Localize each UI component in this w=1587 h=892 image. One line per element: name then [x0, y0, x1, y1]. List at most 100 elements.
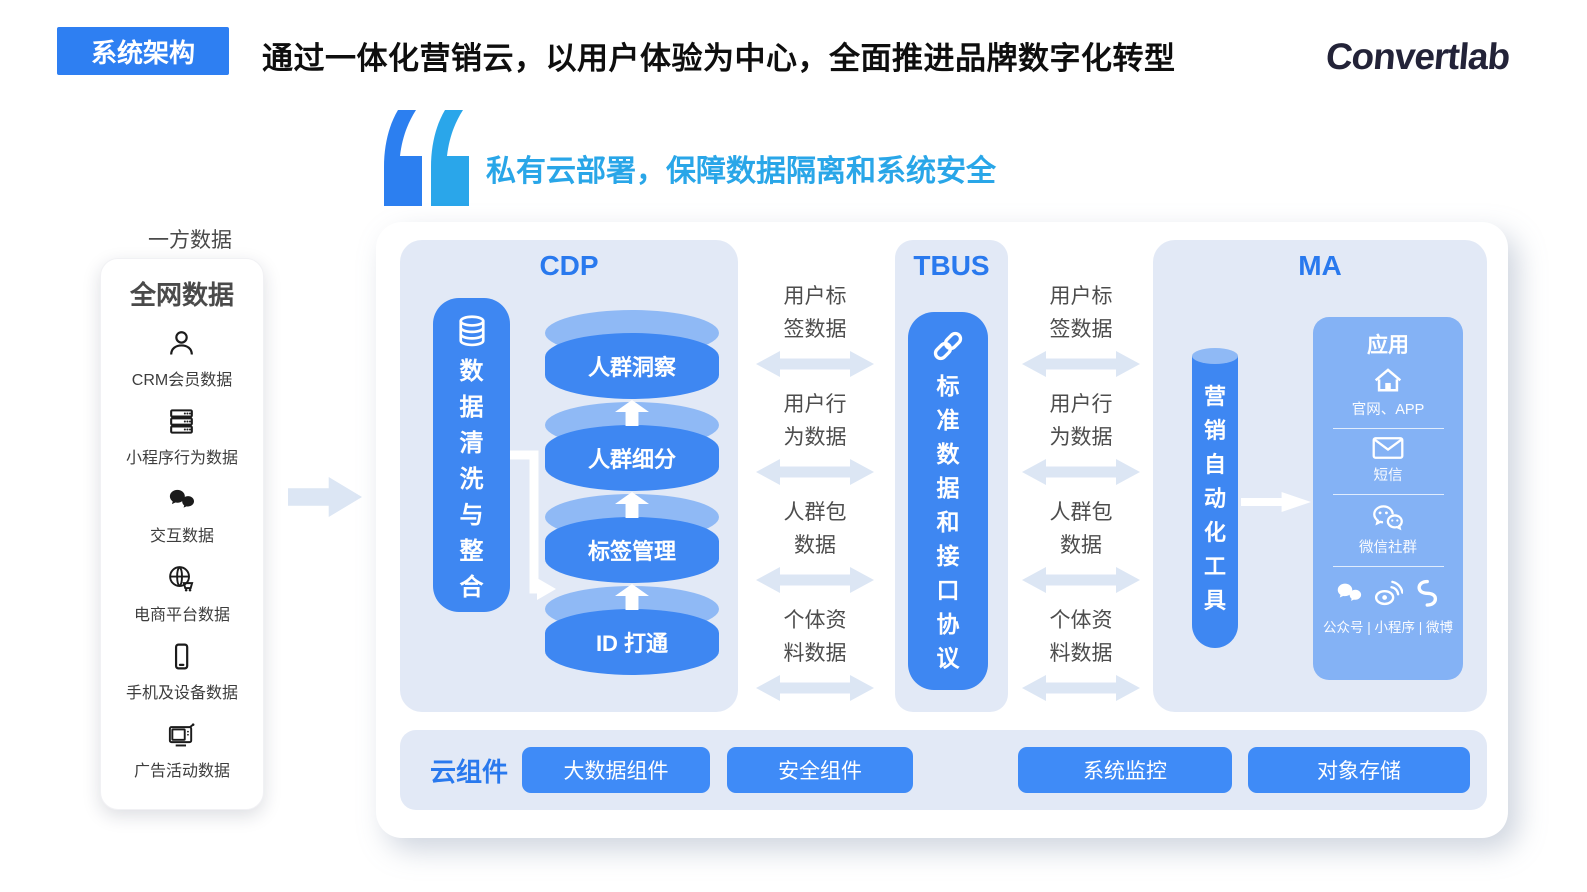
cylinder-label: 营销自动化工具 — [1203, 384, 1226, 613]
quote-text: 私有云部署，保障数据隔离和系统安全 — [486, 155, 996, 188]
source-item-label: 交互数据 — [149, 528, 214, 546]
flow-group: 人群包 数据 — [740, 496, 890, 600]
data-sources-card: 全网数据 CRM会员数据 小程序行为数据 — [100, 258, 264, 810]
flow-group: 用户标 签数据 — [740, 280, 890, 384]
source-item: CRM会员数据 — [132, 328, 232, 390]
quote-stroke-icon — [384, 110, 422, 206]
cylinder: 人群细分 — [545, 400, 719, 491]
flow-group: 个体资 料数据 — [1006, 604, 1156, 708]
source-item: 手机及设备数据 — [126, 641, 238, 703]
first-party-label: 一方数据 — [148, 229, 232, 252]
card-title: 全网数据 — [129, 280, 234, 310]
cylinder: 人群洞察 — [545, 310, 719, 399]
architecture-card: CDP 数据清洗与整合 人群洞察 — [376, 222, 1508, 838]
cylinder-label: 人群洞察 — [545, 333, 719, 399]
flow-label: 签数据 — [783, 318, 847, 341]
source-item: 小程序行为数据 — [126, 406, 238, 468]
flow-label: 用户行 — [783, 393, 847, 416]
channel-item: 短信 — [1372, 436, 1404, 485]
server-icon — [170, 409, 194, 434]
divider — [1332, 428, 1444, 429]
flow-group: 用户行 为数据 — [740, 388, 890, 492]
app-box: 应用 官网、APP 短信 — [1313, 317, 1463, 680]
flow-group: 用户标 签数据 — [1006, 280, 1156, 384]
flow-label: 数据 — [1060, 534, 1102, 557]
pill-label: 标准数据和接口协议 — [936, 373, 960, 671]
flow-label: 个体资 — [1049, 609, 1113, 632]
tv-icon — [169, 723, 195, 747]
database-icon — [458, 315, 485, 347]
cdp-heading: CDP — [539, 250, 599, 281]
double-arrow-icon — [756, 351, 874, 377]
flow-label: 料数据 — [1049, 642, 1113, 665]
source-item: 交互数据 — [150, 484, 214, 546]
marketing-automation-cylinder: 营销自动化工具 — [1192, 348, 1238, 648]
flow-label: 签数据 — [1049, 318, 1113, 341]
source-item: 广告活动数据 — [134, 719, 230, 781]
wechat-icon — [1373, 505, 1403, 531]
flow-label: 人群包 — [1049, 501, 1113, 524]
mail-icon — [1372, 437, 1404, 459]
miniprogram-icon — [1417, 579, 1438, 607]
link-icon — [933, 331, 963, 361]
phone-icon — [175, 643, 189, 670]
double-arrow-icon — [1022, 351, 1140, 377]
ma-heading: MA — [1298, 250, 1342, 281]
cylinder: ID 打通 — [545, 584, 719, 675]
source-list: CRM会员数据 小程序行为数据 交互数据 — [107, 312, 257, 797]
divider — [1332, 566, 1444, 567]
right-arrow-icon — [1241, 492, 1311, 512]
pill-label: 数据清洗与整合 — [459, 358, 484, 601]
source-item-label: 广告活动数据 — [133, 762, 230, 780]
double-arrow-icon — [756, 459, 874, 485]
flow-group: 人群包 数据 — [1006, 496, 1156, 600]
social-caption: 公众号 | 小程序 | 微博 — [1322, 620, 1454, 635]
source-item-label: 手机及设备数据 — [125, 684, 238, 702]
flow-label: 用户标 — [1049, 285, 1113, 308]
globe-cart-icon — [169, 565, 194, 591]
flow-label: 用户行 — [1049, 393, 1113, 416]
source-item-label: 电商平台数据 — [133, 606, 230, 624]
home-icon — [1374, 368, 1402, 392]
flow-right-arrow-icon — [288, 477, 362, 517]
cloud-label: 云组件 — [430, 756, 509, 787]
channel-label: 官网、APP — [1351, 402, 1425, 418]
data-cleaning-pill: 数据清洗与整合 — [433, 298, 510, 612]
double-arrow-icon — [1022, 459, 1140, 485]
header-badge: 系统架构 — [57, 27, 229, 75]
protocol-pill: 标准数据和接口协议 — [908, 312, 988, 690]
channel-label: 短信 — [1373, 468, 1403, 484]
quote-icon — [384, 110, 471, 206]
double-arrow-icon — [756, 567, 874, 593]
cylinder-label: 标签管理 — [545, 517, 719, 583]
tbus-panel: TBUS 标准数据和接口协议 — [895, 240, 1008, 712]
flow-label: 为数据 — [1049, 426, 1113, 449]
flow-label: 人群包 — [783, 501, 847, 524]
weibo-icon — [1374, 580, 1403, 606]
cylinder-label: ID 打通 — [545, 609, 719, 675]
flow-group: 个体资 料数据 — [740, 604, 890, 708]
app-title: 应用 — [1367, 334, 1409, 357]
ma-panel: MA 营销自动化工具 应用 官网、APP 短信 — [1153, 240, 1487, 712]
flow-label: 个体资 — [783, 609, 847, 632]
page-title: 通过一体化营销云，以用户体验为中心，全面推进品牌数字化转型 — [262, 41, 1176, 76]
chat-icon — [170, 490, 195, 509]
tbus-heading: TBUS — [913, 250, 990, 281]
channel-item: 官网、APP — [1351, 366, 1425, 419]
flow-label: 用户标 — [783, 285, 847, 308]
social-icons-row — [1334, 578, 1442, 608]
cloud-components-bar: 云组件 大数据组件 安全组件 系统监控 对象存储 — [400, 730, 1487, 810]
cylinder-label: 人群细分 — [545, 425, 719, 491]
chat-bubbles-icon — [1337, 583, 1362, 601]
source-item-label: CRM会员数据 — [131, 372, 233, 390]
cdp-panel: CDP 数据清洗与整合 人群洞察 — [400, 240, 738, 712]
channel-item: 微信社群 — [1359, 502, 1417, 557]
double-arrow-icon — [1022, 567, 1140, 593]
brand-logo: Convertlab — [1324, 36, 1512, 77]
flow-label: 为数据 — [783, 426, 847, 449]
divider — [1332, 494, 1444, 495]
quote-stroke-icon — [431, 110, 469, 206]
user-icon — [170, 331, 194, 355]
flow-group: 用户行 为数据 — [1006, 388, 1156, 492]
